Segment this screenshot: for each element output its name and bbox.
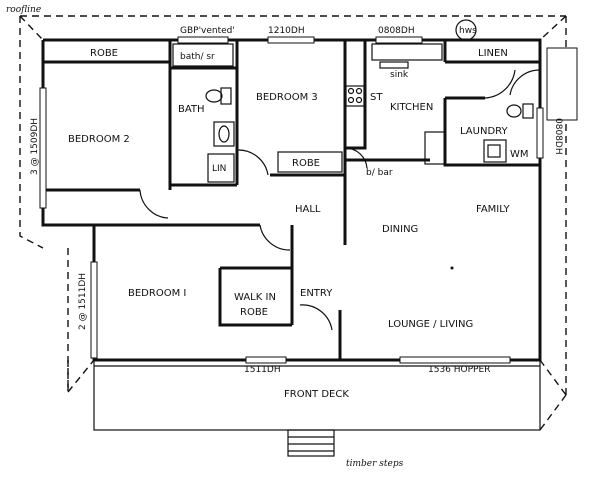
bath-label: BATH <box>178 104 205 115</box>
window-0808dh-top-label: 0808DH <box>378 26 415 36</box>
family-label: FAMILY <box>476 204 510 215</box>
roofline-label: roofline <box>6 5 41 15</box>
window-0808dh-right-label: 0808DH <box>553 118 563 155</box>
lin-box <box>207 153 235 183</box>
timber-steps-label: timber steps <box>346 459 404 469</box>
window-1536-hopper-label: 1536 HOPPER <box>428 365 490 375</box>
bedroom3-label: BEDROOM 3 <box>256 92 318 103</box>
roofline-bottom-left <box>67 359 95 393</box>
door-swings <box>139 69 541 331</box>
fixtures <box>205 19 534 270</box>
robe-top-label: ROBE <box>90 48 118 59</box>
bedroom2-label: BEDROOM 2 <box>68 134 130 145</box>
robe-mid-box <box>277 151 343 173</box>
robe-mid-label: ROBE <box>292 158 320 169</box>
wm-label: WM <box>510 149 529 160</box>
window-1511dh-label: 1511DH <box>244 365 281 375</box>
window-3-1509dh-label: 3 @ 1509DH <box>30 118 40 175</box>
laundry-label: LAUNDRY <box>460 126 508 137</box>
hall-label: HALL <box>295 204 321 215</box>
laundry-tub <box>424 131 446 165</box>
sink-label: sink <box>390 70 409 80</box>
interior-walls <box>43 40 540 360</box>
timber-steps-drawing <box>287 429 335 457</box>
bedroom1-label: BEDROOM I <box>128 288 186 299</box>
gbp-vented-label: GBP'vented' <box>180 26 235 36</box>
bath-sr-label: bath/ sr <box>180 52 215 62</box>
roofline-outline <box>19 15 567 431</box>
windows <box>39 36 578 364</box>
entry-label: ENTRY <box>300 288 333 299</box>
bath-sr-box <box>172 43 234 67</box>
window-1210dh-label: 1210DH <box>268 26 305 36</box>
b-bar-label: b/ bar <box>366 168 393 178</box>
hws-label: hws <box>459 26 477 36</box>
front-deck-label: FRONT DECK <box>284 389 349 400</box>
window-2-1511dh-label: 2 @ 1511DH <box>78 273 88 330</box>
linen-label: LINEN <box>478 48 508 59</box>
hws-box <box>371 43 443 61</box>
lounge-living-label: LOUNGE / LIVING <box>388 319 473 330</box>
st-label: ST <box>370 92 383 103</box>
wm-inner <box>487 144 501 158</box>
lin-label: LIN <box>212 164 226 174</box>
robe-wir-label: ROBE <box>240 307 268 318</box>
wm-box <box>483 139 507 163</box>
dining-label: DINING <box>382 224 418 235</box>
kitchen-label: KITCHEN <box>390 102 433 113</box>
walk-in-label: WALK IN <box>234 292 276 303</box>
